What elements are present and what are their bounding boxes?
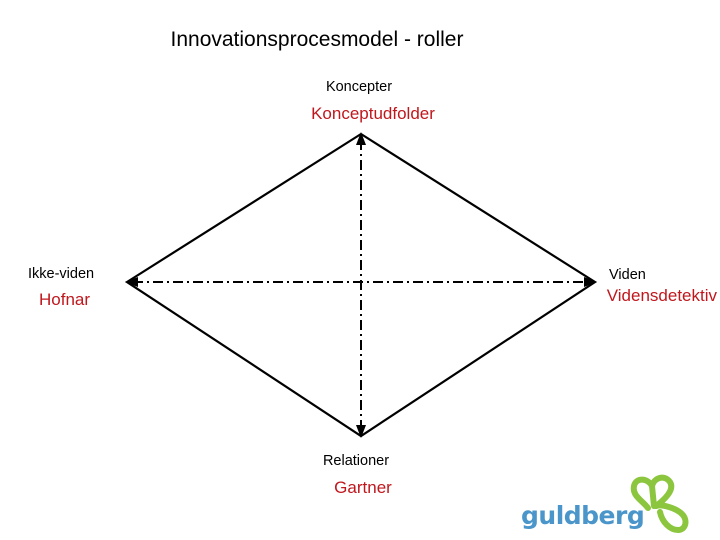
arrowhead-bottom <box>356 425 366 438</box>
arrowhead-top <box>356 132 366 145</box>
role-label-left: Hofnar <box>39 290 91 309</box>
page-title: Innovationsprocesmodel - roller <box>170 28 464 51</box>
axis-label-left: Ikke-viden <box>28 266 95 282</box>
role-label-right: Vidensdetektiv <box>606 286 717 305</box>
axis-label-right: Viden <box>609 267 646 283</box>
role-label-bottom: Gartner <box>334 478 392 497</box>
role-label-top: Konceptudfolder <box>311 104 435 123</box>
arrowhead-left <box>125 277 138 287</box>
axis-label-top: Koncepter <box>325 79 393 95</box>
axis-label-bottom: Relationer <box>322 453 390 469</box>
arrowhead-right <box>584 277 597 287</box>
butterfly-icon <box>630 474 689 533</box>
logo-wordmark: guldberg <box>521 501 645 530</box>
